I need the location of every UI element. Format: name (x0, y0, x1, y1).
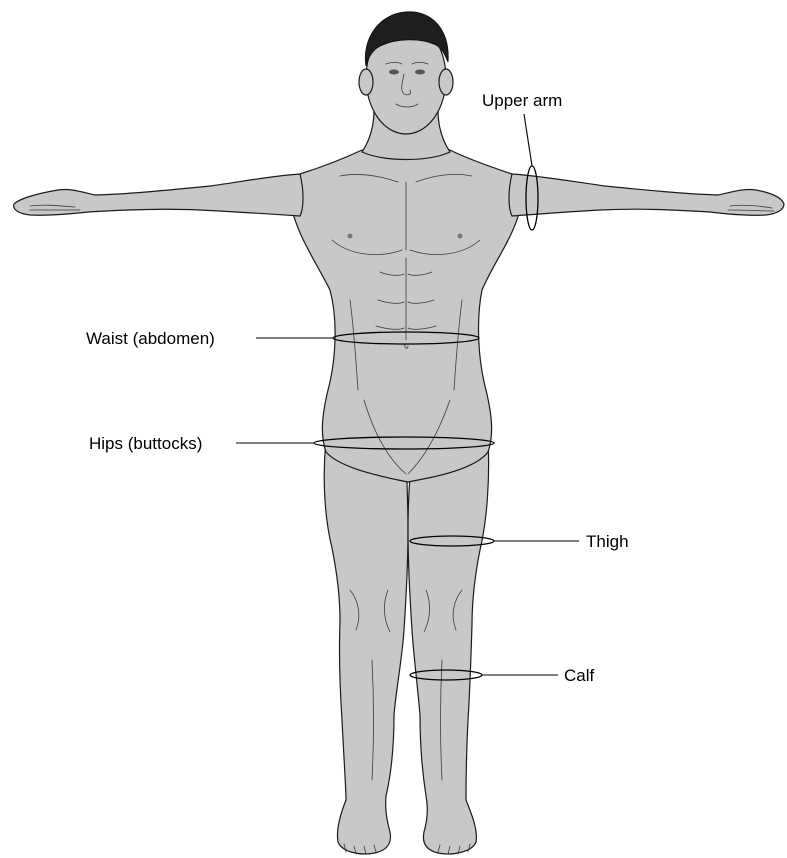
left-leg (324, 440, 408, 854)
upper-arm-leader (524, 114, 532, 166)
right-arm (509, 174, 784, 216)
calf-label: Calf (564, 666, 595, 685)
left-ear (359, 69, 373, 95)
waist-label: Waist (abdomen) (86, 329, 215, 348)
thigh-label: Thigh (586, 532, 629, 551)
hips-label: Hips (buttocks) (89, 434, 202, 453)
right-ear (439, 69, 453, 95)
upper-arm-label: Upper arm (482, 91, 562, 110)
human-figure (14, 12, 784, 854)
right-leg (408, 440, 489, 854)
